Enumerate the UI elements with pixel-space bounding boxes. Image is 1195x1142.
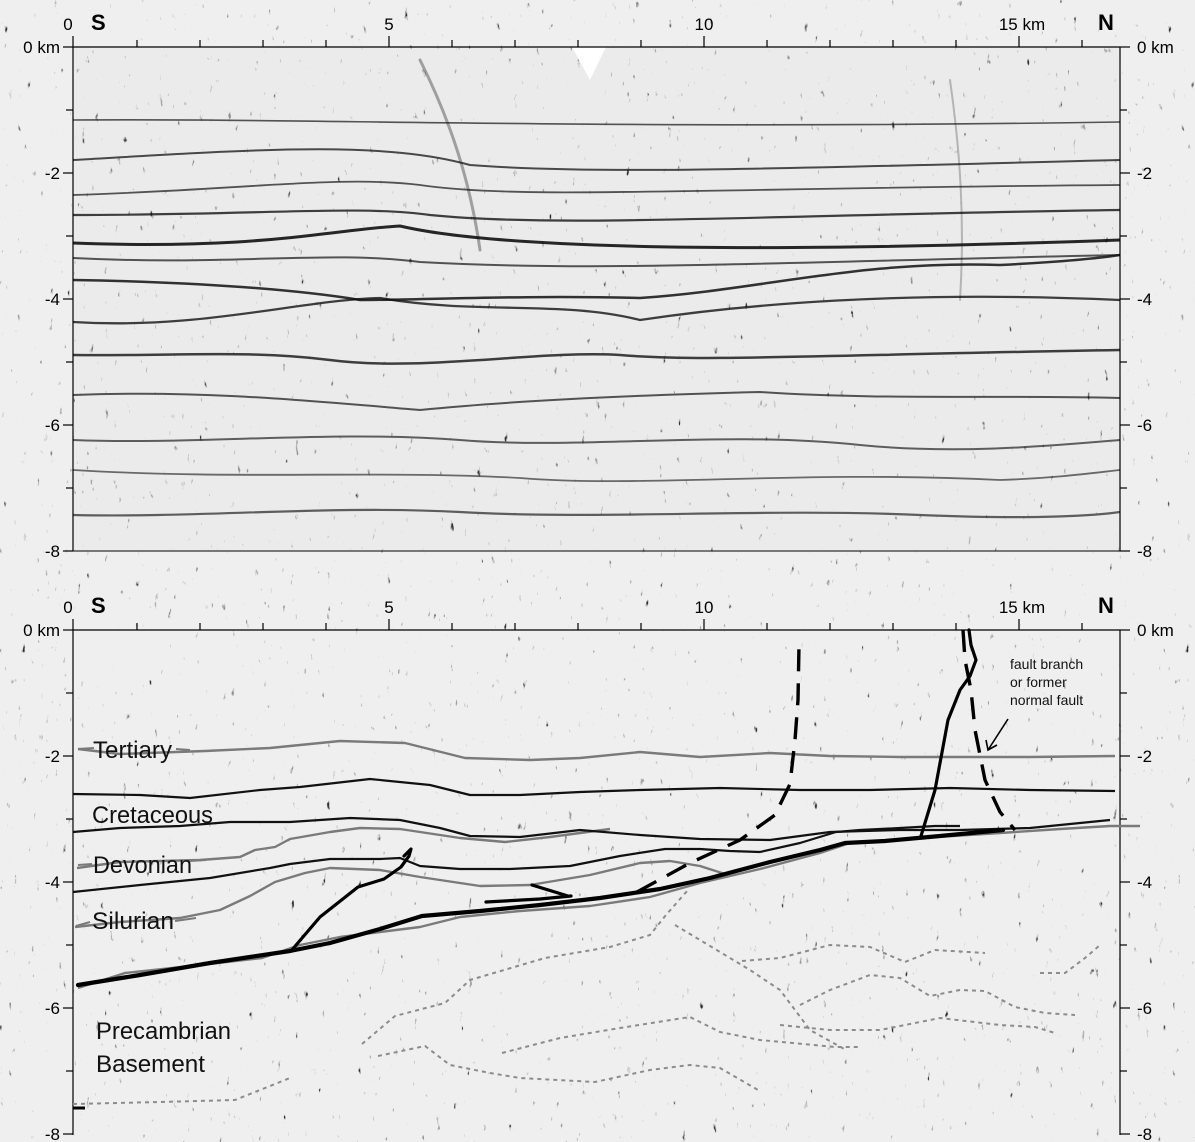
top-left-axis — [63, 46, 74, 552]
basement-reflectors — [72, 889, 1101, 1105]
fault-note-line-1: fault branch — [1010, 656, 1083, 672]
seismic-texture — [73, 47, 1120, 551]
black-horizons — [72, 777, 1116, 894]
top-x-tick-15: 15 km — [999, 15, 1045, 34]
top-right-depth-0: 0 km — [1137, 38, 1174, 57]
top-north-label: N — [1098, 10, 1114, 35]
unit-label-tertiary: Tertiary — [93, 737, 172, 764]
bottom-right-depth-6: -6 — [1137, 999, 1152, 1018]
fault-note-line-2: or former — [1010, 674, 1067, 690]
unit-leaders — [75, 747, 207, 927]
top-x-tick-0: 0 — [63, 15, 72, 34]
top-x-major-ticks — [72, 36, 1020, 47]
bottom-left-axis — [63, 629, 74, 1135]
top-x-tick-5: 5 — [384, 15, 393, 34]
interpretation-panel: 0 5 10 15 km S N 0 km -2 -4 -6 -8 0 km -… — [23, 593, 1174, 1142]
fault-note-line-3: normal fault — [1010, 692, 1083, 708]
seismic-reflectors — [73, 58, 1120, 519]
top-south-label: S — [91, 10, 106, 35]
bottom-left-depth-0: 0 km — [23, 621, 60, 640]
bottom-left-depth-8: -8 — [45, 1125, 60, 1142]
bottom-x-tick-0: 0 — [63, 598, 72, 617]
top-right-depth-2: -2 — [1137, 164, 1152, 183]
top-left-depth-8: -8 — [45, 542, 60, 561]
top-left-depth-0: 0 km — [23, 38, 60, 57]
bottom-right-depth-0: 0 km — [1137, 621, 1174, 640]
top-right-depth-6: -6 — [1137, 416, 1152, 435]
bottom-right-depth-2: -2 — [1137, 747, 1152, 766]
top-left-depth-2: -2 — [45, 164, 60, 183]
dashed-faults — [636, 629, 1017, 894]
bottom-right-depth-8: -8 — [1137, 1125, 1152, 1142]
gray-horizons — [74, 739, 1140, 990]
top-right-depth-8: -8 — [1137, 542, 1152, 561]
top-right-depth-4: -4 — [1137, 290, 1152, 309]
top-left-depth-4: -4 — [45, 290, 60, 309]
thrust-faults — [289, 628, 978, 953]
unit-label-devonian: Devonian — [93, 852, 192, 879]
bottom-x-tick-5: 5 — [384, 598, 393, 617]
top-top-axis — [72, 36, 1120, 48]
unit-label-cretaceous: Cretaceous — [92, 802, 213, 829]
survey-gap-marker — [572, 47, 606, 80]
seismic-panel — [72, 46, 1121, 552]
bottom-x-tick-10: 10 — [695, 598, 714, 617]
fault-note-arrow — [985, 718, 1009, 752]
unit-label-precambrian: Precambrian — [96, 1018, 231, 1045]
bottom-right-axis — [1119, 629, 1130, 1135]
bottom-top-axis — [72, 619, 1120, 631]
top-left-depth-6: -6 — [45, 416, 60, 435]
bottom-left-depth-2: -2 — [45, 747, 60, 766]
bottom-x-tick-15: 15 km — [999, 598, 1045, 617]
bottom-left-depth-4: -4 — [45, 873, 60, 892]
top-right-axis — [1119, 46, 1130, 552]
basal-detachment — [75, 827, 1006, 988]
unit-label-silurian: Silurian — [92, 908, 174, 935]
bottom-right-depth-4: -4 — [1137, 873, 1152, 892]
bottom-left-depth-6: -6 — [45, 999, 60, 1018]
unit-label-basement: Basement — [96, 1051, 205, 1078]
top-x-tick-10: 10 — [695, 15, 714, 34]
bottom-south-label: S — [91, 593, 106, 618]
top-x-minor-ticks — [136, 40, 1083, 47]
bottom-north-label: N — [1098, 593, 1114, 618]
